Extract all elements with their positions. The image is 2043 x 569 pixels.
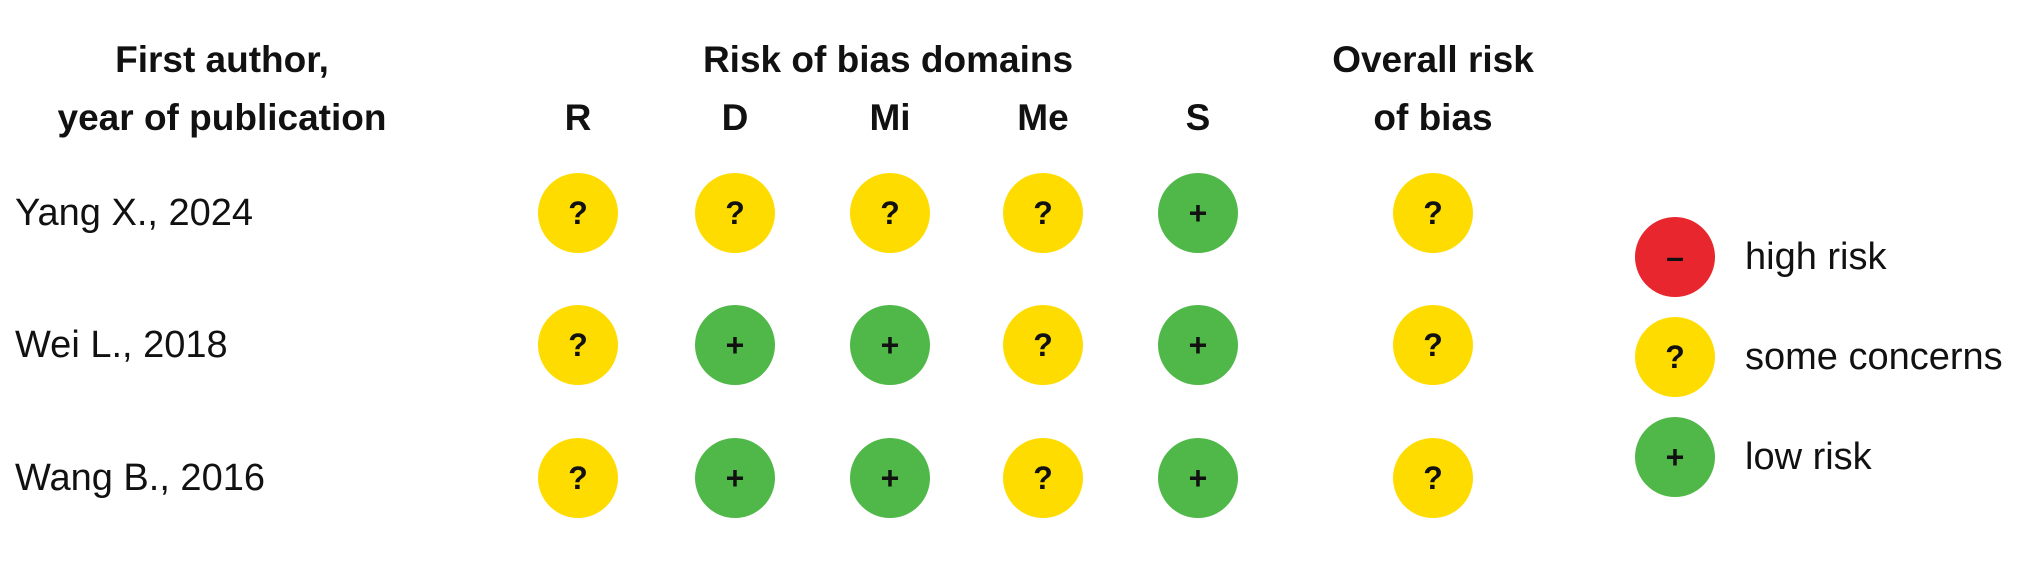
row-header-line2: year of publication — [57, 97, 387, 138]
study-label: Wang B., 2016 — [15, 457, 265, 499]
overall-header: Overall risk of bias — [1332, 31, 1534, 147]
legend-label-low: low risk — [1745, 436, 1872, 478]
domain-header-r: R — [564, 97, 592, 138]
judgement-low-dot: + — [850, 438, 930, 518]
judgement-low-dot: + — [695, 305, 775, 385]
row-header: First author, year of publication — [58, 31, 387, 147]
judgement-some-dot: ? — [695, 173, 775, 253]
judgement-some-dot: ? — [1003, 305, 1083, 385]
domain-header-s: S — [1185, 97, 1211, 138]
domains-title: Risk of bias domains — [702, 39, 1074, 80]
domain-header-d: D — [721, 97, 749, 138]
judgement-some-dot: ? — [538, 173, 618, 253]
row-header-line1: First author, — [115, 39, 329, 80]
domain-header-me: Me — [1017, 97, 1069, 138]
overall-header-line1: Overall risk — [1332, 39, 1534, 80]
overall-some-dot: ? — [1393, 173, 1473, 253]
judgement-low-dot: + — [850, 305, 930, 385]
judgement-some-dot: ? — [538, 438, 618, 518]
legend-label-high: high risk — [1745, 236, 1887, 278]
domain-header-mi: Mi — [869, 97, 911, 138]
study-label: Yang X., 2024 — [15, 192, 254, 234]
judgement-some-dot: ? — [538, 305, 618, 385]
legend-label-some: some concerns — [1745, 336, 2003, 378]
legend-high-dot: – — [1635, 217, 1715, 297]
judgement-some-dot: ? — [1003, 438, 1083, 518]
judgement-some-dot: ? — [850, 173, 930, 253]
judgement-low-dot: + — [1158, 305, 1238, 385]
overall-some-dot: ? — [1393, 438, 1473, 518]
overall-header-line2: of bias — [1373, 97, 1493, 138]
judgement-some-dot: ? — [1003, 173, 1083, 253]
study-label: Wei L., 2018 — [15, 324, 228, 366]
legend-some-dot: ? — [1635, 317, 1715, 397]
judgement-low-dot: + — [1158, 173, 1238, 253]
judgement-low-dot: + — [1158, 438, 1238, 518]
legend-low-dot: + — [1635, 417, 1715, 497]
judgement-low-dot: + — [695, 438, 775, 518]
overall-some-dot: ? — [1393, 305, 1473, 385]
